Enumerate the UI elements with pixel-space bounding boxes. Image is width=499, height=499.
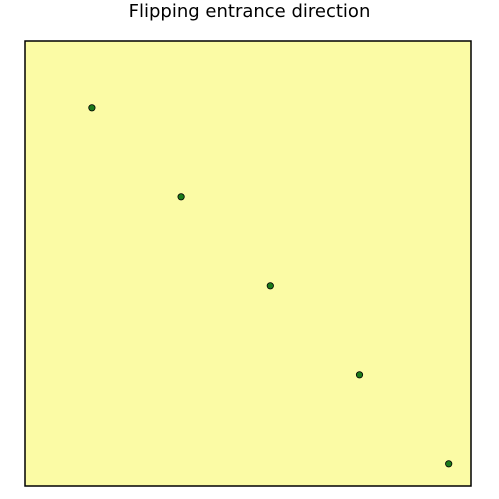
data-points xyxy=(88,104,453,468)
scatter-point-5 xyxy=(445,460,453,468)
scatter-point-1 xyxy=(88,104,96,112)
scatter-point-2 xyxy=(177,193,185,201)
chart-title: Flipping entrance direction xyxy=(128,1,371,22)
scatter-point-4 xyxy=(355,371,364,379)
plot-area xyxy=(24,40,472,487)
scatter-point-3 xyxy=(266,282,274,290)
